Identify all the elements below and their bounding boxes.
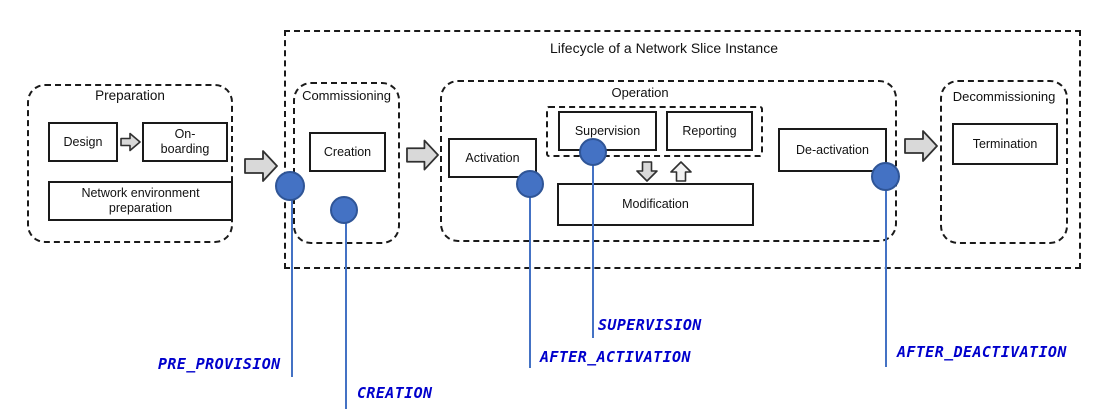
preparation-group — [27, 84, 233, 243]
modification-box: Modification — [557, 183, 754, 226]
lifecycle-frame — [284, 30, 1081, 269]
reporting-label: Reporting — [682, 123, 737, 138]
creation-connector-line — [345, 222, 347, 409]
after-activation-checkpoint-label: AFTER_ACTIVATION — [540, 348, 691, 366]
pre-provision-marker — [275, 171, 305, 201]
design-box: Design — [48, 122, 118, 162]
supervision-box: Supervision — [558, 111, 657, 151]
termination-label: Termination — [972, 136, 1038, 151]
preparation-to-commissioning-arrow-icon — [244, 150, 278, 182]
decommissioning-group — [940, 80, 1068, 244]
supervision-to-modification-down-arrow-icon — [636, 161, 658, 182]
onboarding-box: On-boarding — [142, 122, 228, 162]
supervision-marker — [579, 138, 607, 166]
creation-marker — [330, 196, 358, 224]
commissioning-title: Commissioning — [302, 88, 391, 103]
reporting-box: Reporting — [666, 111, 753, 151]
operation-group — [440, 80, 897, 242]
preparation-title: Preparation — [95, 88, 165, 103]
activation-box: Activation — [448, 138, 537, 178]
after-deactivation-checkpoint-label: AFTER_DEACTIVATION — [897, 343, 1067, 361]
lifecycle-title: Lifecycle of a Network Slice Instance — [550, 40, 778, 56]
creation-box: Creation — [309, 132, 386, 172]
design-label: Design — [63, 134, 103, 149]
termination-box: Termination — [952, 123, 1058, 165]
after-deactivation-connector-line — [885, 189, 887, 367]
network-environment-preparation-box: Network environment preparation — [48, 181, 233, 221]
deactivation-label: De-activation — [796, 142, 869, 157]
supervision-reporting-group — [546, 106, 763, 157]
onboarding-label: On-boarding — [160, 127, 210, 156]
after-deactivation-marker — [871, 162, 900, 191]
pre-provision-checkpoint-label: PRE_PROVISION — [158, 355, 281, 373]
operation-title: Operation — [611, 85, 669, 100]
design-to-onboarding-arrow-icon — [120, 132, 141, 152]
decommissioning-title: Decommissioning — [952, 89, 1056, 104]
network-environment-preparation-label: Network environment preparation — [81, 186, 200, 215]
activation-label: Activation — [465, 150, 520, 165]
modification-to-reporting-up-arrow-icon — [670, 161, 692, 182]
after-activation-connector-line — [529, 196, 531, 368]
creation-label: Creation — [323, 144, 372, 159]
operation-to-decommissioning-arrow-icon — [904, 130, 938, 162]
after-activation-marker — [516, 170, 544, 198]
deactivation-box: De-activation — [778, 128, 887, 172]
modification-label: Modification — [622, 197, 689, 211]
supervision-connector-line — [592, 164, 594, 338]
supervision-checkpoint-label: SUPERVISION — [598, 316, 702, 334]
pre-provision-connector-line — [291, 198, 293, 377]
creation-checkpoint-label: CREATION — [357, 384, 433, 402]
commissioning-to-operation-arrow-icon — [406, 139, 439, 171]
supervision-label: Supervision — [574, 123, 641, 138]
